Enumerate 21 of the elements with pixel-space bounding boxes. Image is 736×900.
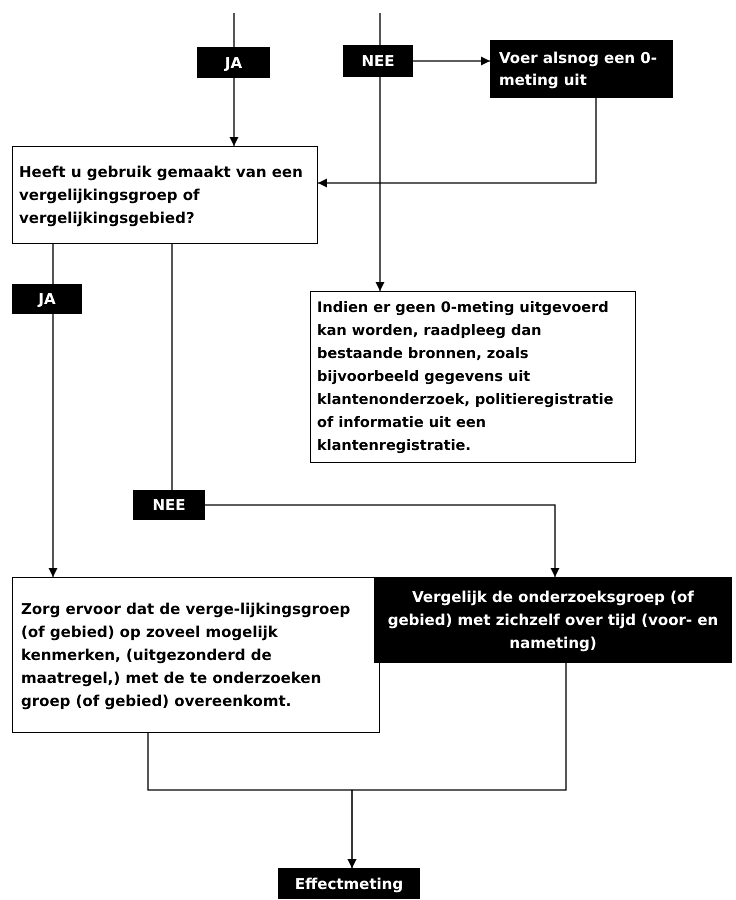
answer-tag: NEE (133, 490, 205, 520)
answer-tag: JA (197, 47, 270, 78)
arrow (376, 77, 384, 291)
connector-line (379, 13, 381, 45)
answer-tag: JA (12, 284, 82, 314)
process-box: Voer alsnog een 0-meting uit (490, 40, 673, 98)
process-box: Vergelijk de onderzoeksgroep (of gebied) met zichzelf over tijd (voor- en nameting) (374, 577, 732, 663)
arrow (318, 98, 597, 188)
note-box: Indien er geen 0-meting uitgevoerd kan worden, raadpleeg dan bestaande bronnen, zoals bijvoorbeeld gegevens uit klantenonderzoek, politieregistratie of informatie uit een klantenregistratie. (310, 291, 636, 463)
arrow (413, 56, 490, 66)
arrow (230, 78, 238, 146)
process-box: Zorg ervoor dat de verge-lijkingsgroep (of gebied) op zoveel mogelijk kenmerken, (uitgezonderd de maatregel,) met de te onderzoeken groep (of gebied) overeenkomt. (12, 577, 380, 733)
answer-tag: NEE (343, 45, 413, 77)
arrow (48, 314, 58, 577)
connector-line (171, 244, 173, 490)
connector-line (52, 244, 54, 284)
arrow (205, 504, 560, 577)
arrow (348, 663, 567, 868)
decision-box: Heeft u gebruik gemaakt van een vergelijkingsgroep of vergelijkingsgebied? (12, 146, 318, 244)
connector-line (233, 13, 235, 47)
result-box: Effectmeting (278, 868, 420, 899)
